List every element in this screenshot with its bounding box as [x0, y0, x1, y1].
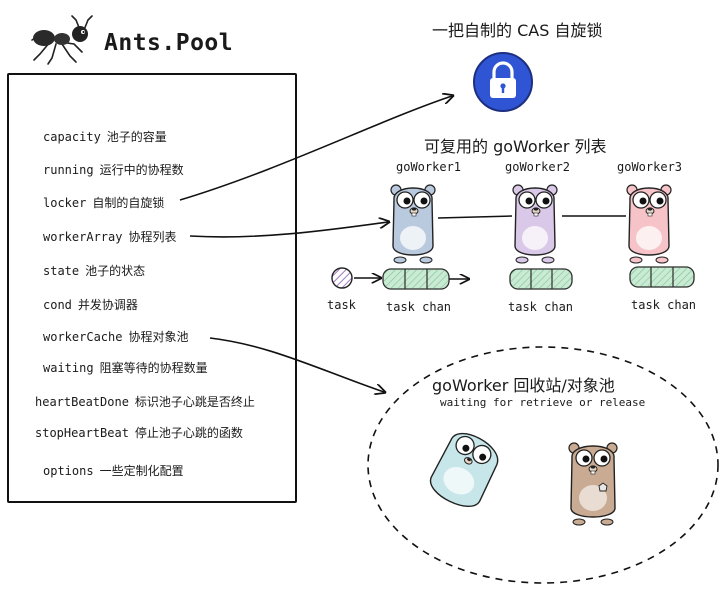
- gopher-brown: [568, 442, 618, 526]
- chan-label: task chan: [386, 300, 452, 314]
- lock-title: 一把自制的 CAS 自旋锁: [432, 21, 603, 40]
- field-name: capacity: [43, 130, 101, 144]
- struct-field: locker 自制的自旋锁: [43, 194, 164, 211]
- struct-field: stopHeartBeat 停止池子心跳的函数: [35, 424, 243, 441]
- field-name: state: [43, 264, 80, 278]
- field-name: cond: [43, 298, 72, 312]
- recycle-subtitle: waiting for retrieve or release: [440, 396, 646, 409]
- task-chan-1: [382, 268, 450, 290]
- task-label: task: [327, 298, 356, 312]
- chan-label: task chan: [631, 298, 697, 312]
- struct-field: workerCache 协程对象池: [43, 328, 189, 345]
- logo-title: Ants.Pool: [104, 30, 234, 56]
- field-desc: 自制的自旋锁: [92, 196, 165, 210]
- struct-field: cond 并发协调器: [43, 296, 138, 313]
- field-name: options: [43, 464, 94, 478]
- field-name: stopHeartBeat: [35, 426, 129, 440]
- task-ball: [331, 267, 353, 289]
- struct-field: waiting 阻塞等待的协程数量: [43, 359, 208, 376]
- worker-label: goWorker2: [505, 160, 571, 174]
- recycle-pool: [367, 346, 719, 584]
- field-name: workerCache: [43, 330, 123, 344]
- locker-arrow: [179, 96, 452, 201]
- field-name: locker: [43, 196, 87, 210]
- recycle-title: goWorker 回收站/对象池: [432, 376, 615, 395]
- field-name: heartBeatDone: [35, 395, 129, 409]
- worker-label: goWorker1: [396, 160, 462, 174]
- field-name: running: [43, 163, 94, 177]
- struct-box: [7, 73, 297, 503]
- field-desc: 池子的容量: [106, 130, 167, 144]
- task-chan-2: [509, 268, 573, 290]
- field-name: waiting: [43, 361, 94, 375]
- chan-label: task chan: [508, 300, 574, 314]
- struct-field: workerArray 协程列表: [43, 228, 177, 245]
- gopher-worker2: [512, 184, 558, 264]
- field-desc: 池子的状态: [85, 264, 146, 278]
- field-desc: 标识池子心跳是否终止: [134, 395, 255, 409]
- field-desc: 阻塞等待的协程数量: [99, 361, 208, 375]
- field-desc: 协程列表: [128, 230, 177, 244]
- worker-label: goWorker3: [617, 160, 683, 174]
- worker-cache-arrow: [209, 337, 384, 392]
- gopher-worker1: [390, 184, 436, 264]
- field-desc: 一些定制化配置: [99, 464, 184, 478]
- field-name: workerArray: [43, 230, 123, 244]
- lock-icon: [471, 50, 535, 114]
- worker-array-arrow: [189, 222, 388, 238]
- struct-field: running 运行中的协程数: [43, 161, 184, 178]
- field-desc: 运行中的协程数: [99, 163, 184, 177]
- worker-list-title: 可复用的 goWorker 列表: [424, 137, 607, 156]
- struct-field: state 池子的状态: [43, 262, 145, 279]
- field-desc: 停止池子心跳的函数: [134, 426, 243, 440]
- struct-field: capacity 池子的容量: [43, 128, 167, 145]
- gopher-sleeping: [429, 433, 499, 507]
- field-desc: 并发协调器: [77, 298, 138, 312]
- struct-field: heartBeatDone 标识池子心跳是否终止: [35, 393, 255, 410]
- task-chan-3: [629, 266, 695, 288]
- struct-field: options 一些定制化配置: [43, 462, 184, 479]
- ant-icon: [30, 14, 100, 66]
- gopher-worker3: [626, 184, 672, 264]
- field-desc: 协程对象池: [128, 330, 189, 344]
